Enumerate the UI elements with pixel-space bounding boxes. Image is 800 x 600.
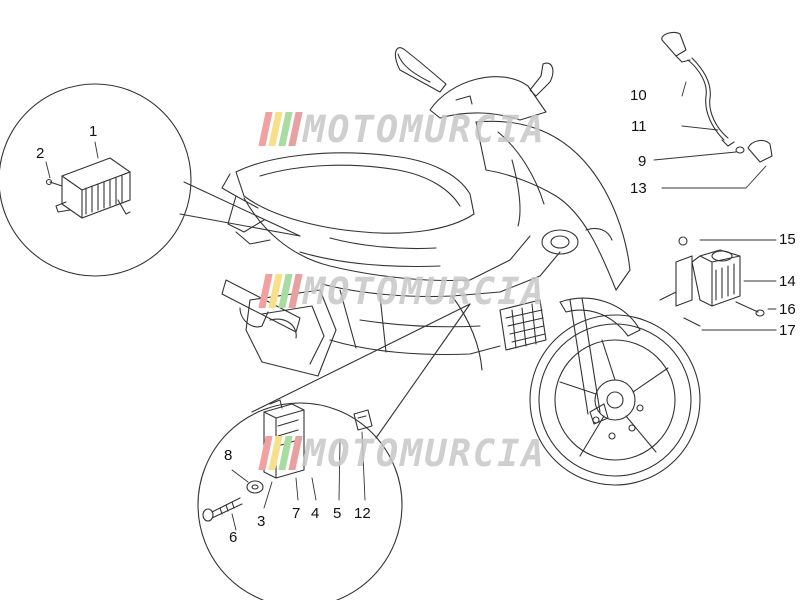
callout-9: 9	[638, 153, 647, 170]
magnifier-circle-regulator	[0, 83, 301, 277]
callout-2: 2	[36, 145, 45, 162]
callout-7: 7	[292, 505, 301, 522]
callout-4: 4	[311, 505, 320, 522]
clip-12-part	[353, 409, 373, 431]
ignition-coil-assembly	[659, 236, 765, 327]
callout-17: 17	[779, 322, 796, 339]
screw-2-part	[45, 178, 63, 187]
watermark-text: MOTOMURCIA	[303, 269, 546, 313]
watermark-bottom: MOTOMURCIA	[258, 431, 546, 475]
callout-8: 8	[224, 447, 233, 464]
callout-13: 13	[630, 180, 647, 197]
callout-5: 5	[333, 505, 342, 522]
callout-16: 16	[779, 301, 796, 318]
callout-1: 1	[89, 123, 98, 140]
magnifier-circle-cdi	[197, 303, 471, 600]
callout-10: 10	[630, 87, 647, 104]
ht-cable-assembly	[661, 31, 773, 163]
watermark-text: MOTOMURCIA	[303, 107, 546, 151]
callout-15: 15	[779, 231, 796, 248]
bolt-6-part	[202, 497, 243, 522]
voltage-regulator-part	[55, 157, 131, 219]
callout-14: 14	[779, 273, 796, 290]
callout-6: 6	[229, 529, 238, 546]
callout-11: 11	[631, 118, 647, 135]
watermark-middle: MOTOMURCIA	[258, 269, 546, 313]
scooter-illustration	[221, 47, 701, 486]
watermark-text: MOTOMURCIA	[303, 431, 546, 475]
callout-12: 12	[354, 505, 371, 522]
callout-3: 3	[257, 513, 266, 530]
leader-lines	[45, 81, 777, 531]
rubber-washer-part	[246, 480, 264, 494]
watermark-top: MOTOMURCIA	[258, 107, 546, 151]
